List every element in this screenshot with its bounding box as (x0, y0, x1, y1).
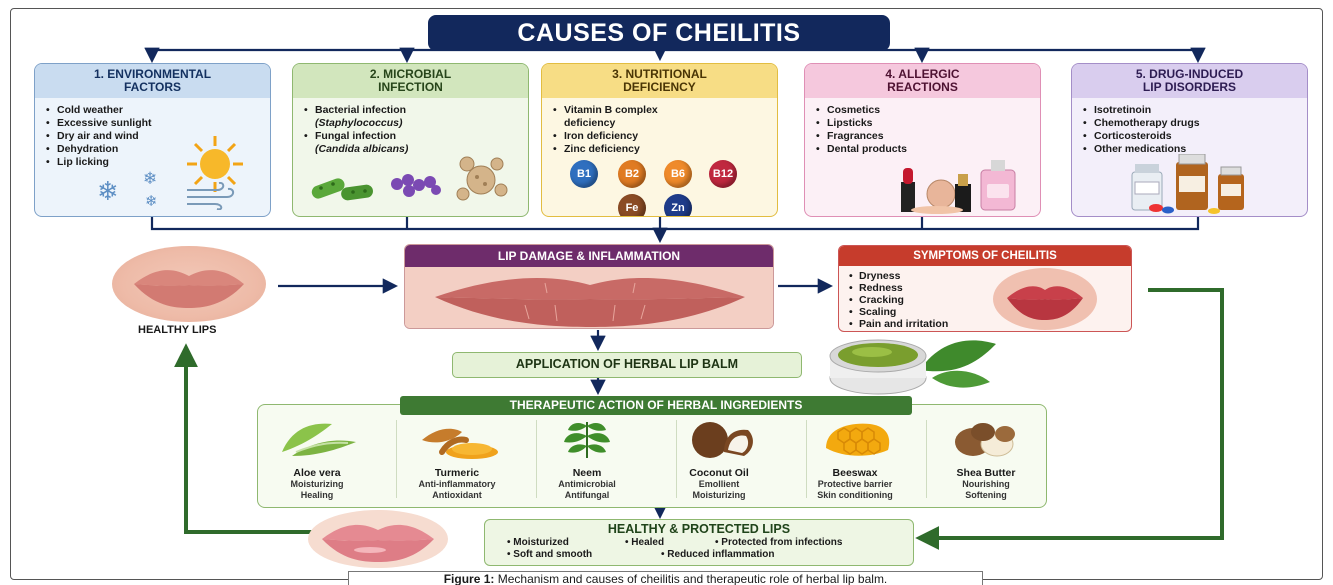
list-item: Pain and irritation (849, 318, 948, 330)
caption-label: Figure 1: (444, 572, 495, 585)
application-step: APPLICATION OF HERBAL LIP BALM (452, 352, 802, 378)
ingredient-benefit: Healing (258, 490, 376, 501)
cause-title: 1. ENVIRONMENTAL FACTORS (35, 64, 270, 98)
ingredient-shea-butter: Shea Butter Nourishing Softening (927, 418, 1045, 501)
cause-microbial: 2. MICROBIAL INFECTION Bacterial infecti… (292, 63, 529, 217)
list-item: Healed (625, 537, 664, 548)
ingredient-benefit: Antioxidant (398, 490, 516, 501)
list-item: Bacterial infection (301, 104, 520, 117)
list-item: Soft and smooth (507, 549, 592, 560)
wind-icon (185, 182, 235, 210)
ingredient-benefit: Moisturizing (660, 490, 778, 501)
shea-nut-icon (941, 418, 1031, 460)
list-item: Cosmetics (813, 104, 1032, 117)
ingredient-benefit: Protective barrier (796, 479, 914, 490)
list-item: Reduced inflammation (661, 549, 775, 560)
healthy-lips-label: HEALTHY LIPS (138, 324, 216, 336)
vitamin-b2-badge: B2 (618, 160, 646, 188)
neem-leaf-icon (542, 418, 632, 460)
honeycomb-icon (810, 418, 900, 460)
bacteria-icon (307, 164, 387, 206)
vitamin-b6-badge: B6 (664, 160, 692, 188)
zinc-badge: Zn (664, 194, 692, 217)
list-item: Zinc deficiency (550, 143, 769, 156)
ingredient-name: Coconut Oil (660, 467, 778, 479)
lip-damage-panel: LIP DAMAGE & INFLAMMATION (404, 244, 774, 329)
ingredient-benefit: Softening (927, 490, 1045, 501)
iron-badge: Fe (618, 194, 646, 217)
symptoms-title: SYMPTOMS OF CHEILITIS (839, 246, 1131, 266)
ingredient-name: Neem (528, 467, 646, 479)
lip-damage-title: LIP DAMAGE & INFLAMMATION (405, 245, 773, 267)
list-item: Excessive sunlight (43, 117, 262, 130)
protected-title: HEALTHY & PROTECTED LIPS (485, 522, 913, 536)
cosmetics-icon (897, 154, 1027, 214)
list-item: Fungal infection (301, 130, 520, 143)
therapeutic-title: THERAPEUTIC ACTION OF HERBAL INGREDIENTS (400, 396, 912, 415)
cause-title: 4. ALLERGIC REACTIONS (805, 64, 1040, 98)
cause-nutritional: 3. NUTRITIONAL DEFICIENCY Vitamin B comp… (541, 63, 778, 217)
ingredient-aloe-vera: Aloe vera Moisturizing Healing (258, 418, 376, 501)
damaged-lips-image (405, 267, 774, 329)
list-item: Cracking (849, 294, 948, 306)
vitamin-b1-badge: B1 (570, 160, 598, 188)
snowflake-icon: ❄ (143, 169, 157, 189)
ingredient-name: Shea Butter (927, 467, 1045, 479)
cause-title: 2. MICROBIAL INFECTION (293, 64, 528, 98)
fungus-icon (453, 150, 513, 204)
list-item: Iron deficiency (550, 130, 769, 143)
list-item: Corticosteroids (1080, 130, 1299, 143)
snowflake-icon: ❄ (97, 176, 119, 207)
healthy-lips-image (112, 246, 266, 322)
ingredient-turmeric: Turmeric Anti-inflammatory Antioxidant (398, 418, 516, 501)
list-item: deficiency (550, 117, 769, 130)
list-item: Chemotherapy drugs (1080, 117, 1299, 130)
page-title: CAUSES OF CHEILITIS (428, 15, 890, 51)
ingredient-benefit: Emollient (660, 479, 778, 490)
snowflake-icon: ❄ (145, 192, 158, 210)
caption-text: Mechanism and causes of cheilitis and th… (494, 572, 887, 585)
divider (396, 420, 397, 498)
list-item: Scaling (849, 306, 948, 318)
protected-lips-image (308, 510, 448, 568)
list-item: Vitamin B complex (550, 104, 769, 117)
list-item: Redness (849, 282, 948, 294)
ingredient-name: Turmeric (398, 467, 516, 479)
ingredient-name: Aloe vera (258, 467, 376, 479)
aloe-vera-icon (272, 418, 362, 460)
ingredient-benefit: Skin conditioning (796, 490, 914, 501)
ingredient-beeswax: Beeswax Protective barrier Skin conditio… (796, 418, 914, 501)
turmeric-icon (412, 418, 502, 460)
ingredient-benefit: Nourishing (927, 479, 1045, 490)
ingredient-neem: Neem Antimicrobial Antifungal (528, 418, 646, 501)
cause-drug-induced: 5. DRUG-INDUCED LIP DISORDERS Isotretino… (1071, 63, 1308, 217)
list-item: Lipsticks (813, 117, 1032, 130)
figure-caption: Figure 1: Mechanism and causes of cheili… (348, 571, 983, 585)
lip-balm-jar-icon (820, 330, 1000, 398)
coconut-icon (674, 418, 764, 460)
cause-title: 5. DRUG-INDUCED LIP DISORDERS (1072, 64, 1307, 98)
symptoms-panel: SYMPTOMS OF CHEILITIS Dryness Redness Cr… (838, 245, 1132, 332)
ingredient-coconut-oil: Coconut Oil Emollient Moisturizing (660, 418, 778, 501)
list-item: (Staphylococcus) (301, 117, 520, 130)
list-item: Isotretinoin (1080, 104, 1299, 117)
ingredient-benefit: Moisturizing (258, 479, 376, 490)
ingredient-name: Beeswax (796, 467, 914, 479)
healthy-protected-lips-panel: HEALTHY & PROTECTED LIPS Moisturized Hea… (484, 519, 914, 566)
cause-allergic: 4. ALLERGIC REACTIONS Cosmetics Lipstick… (804, 63, 1041, 217)
ingredient-benefit: Antifungal (528, 490, 646, 501)
list-item: Cold weather (43, 104, 262, 117)
list-item: Protected from infections (715, 537, 842, 548)
list-item: Moisturized (507, 537, 569, 548)
list-item: Dryness (849, 270, 948, 282)
cause-environmental: 1. ENVIRONMENTAL FACTORS Cold weather Ex… (34, 63, 271, 217)
inflamed-lips-image (993, 268, 1097, 330)
ingredient-benefit: Antimicrobial (528, 479, 646, 490)
medicine-bottles-icon (1126, 154, 1266, 214)
vitamin-b12-badge: B12 (709, 160, 737, 188)
list-item: Fragrances (813, 130, 1032, 143)
cocci-icon (389, 170, 445, 200)
cause-title: 3. NUTRITIONAL DEFICIENCY (542, 64, 777, 98)
ingredient-benefit: Anti-inflammatory (398, 479, 516, 490)
